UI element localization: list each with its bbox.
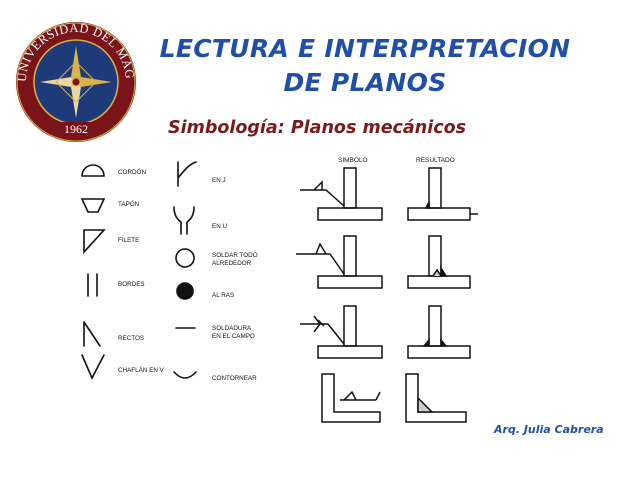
title-line-1: LECTURA E INTERPRETACION <box>159 34 571 63</box>
weld-joint-diagrams: SIMBOLO RESULTADO <box>296 157 478 423</box>
label-filete: FILETE <box>118 237 139 244</box>
label-chaflan: CHAFLÁN EN V <box>118 365 165 374</box>
label-rectos: RECTOS <box>118 335 144 342</box>
joint-result-2 <box>407 235 471 289</box>
j-groove-icon <box>177 161 197 187</box>
joint-symbol-4 <box>321 373 381 423</box>
label-bordes: BORDES <box>118 281 145 288</box>
parallel-lines-icon <box>87 273 98 297</box>
logo-year: 1962 <box>64 122 88 136</box>
header-resultado: RESULTADO <box>416 157 455 164</box>
joint-result-3 <box>407 305 471 359</box>
page-title: LECTURA E INTERPRETACION DE PLANOS <box>150 32 580 100</box>
author-credit: Arq. Julia Cabrera <box>494 423 604 436</box>
joint-result-1 <box>407 167 478 221</box>
label-cordon: CORDÓN <box>118 167 146 176</box>
joint-symbol-3 <box>300 305 383 359</box>
joint-symbol-2 <box>296 235 383 289</box>
title-line-2: DE PLANOS <box>283 68 447 97</box>
page-subtitle: Simbología: Planos mecánicos <box>168 118 467 138</box>
label-soldadura-2: EN EL CAMPO <box>212 333 255 340</box>
label-tapon: TAPÓN <box>118 199 140 208</box>
welding-symbols-chart: CORDÓN TAPÓN FILETE BORDES RECTOS CHAFLÁ… <box>80 161 258 382</box>
half-circle-icon <box>81 164 105 177</box>
circle-icon <box>175 248 195 268</box>
label-contornear: CONTORNEAR <box>212 375 257 382</box>
filled-circle-icon <box>176 282 194 300</box>
header-simbolo: SIMBOLO <box>338 157 368 164</box>
label-soldar-todo-1: SOLDAR TODO <box>212 252 258 259</box>
joint-symbol-1 <box>300 167 383 221</box>
triangle-icon <box>83 229 106 255</box>
label-en-j: EN J <box>212 177 226 184</box>
label-soldadura-1: SOLDADURA <box>212 325 252 332</box>
arc-icon <box>173 371 197 379</box>
u-groove-icon <box>173 206 195 235</box>
joint-result-4 <box>405 373 467 423</box>
label-al-ras: AL RAS <box>212 292 234 299</box>
label-soldar-todo-2: ALREDEDOR <box>212 260 252 267</box>
bevel-icon <box>83 321 101 347</box>
label-en-u: EN U <box>212 223 227 230</box>
trapezoid-icon <box>80 198 106 213</box>
university-logo: UNIVERSIDAD DEL MAGDALENA 1962 <box>12 10 137 142</box>
v-icon <box>81 354 105 380</box>
